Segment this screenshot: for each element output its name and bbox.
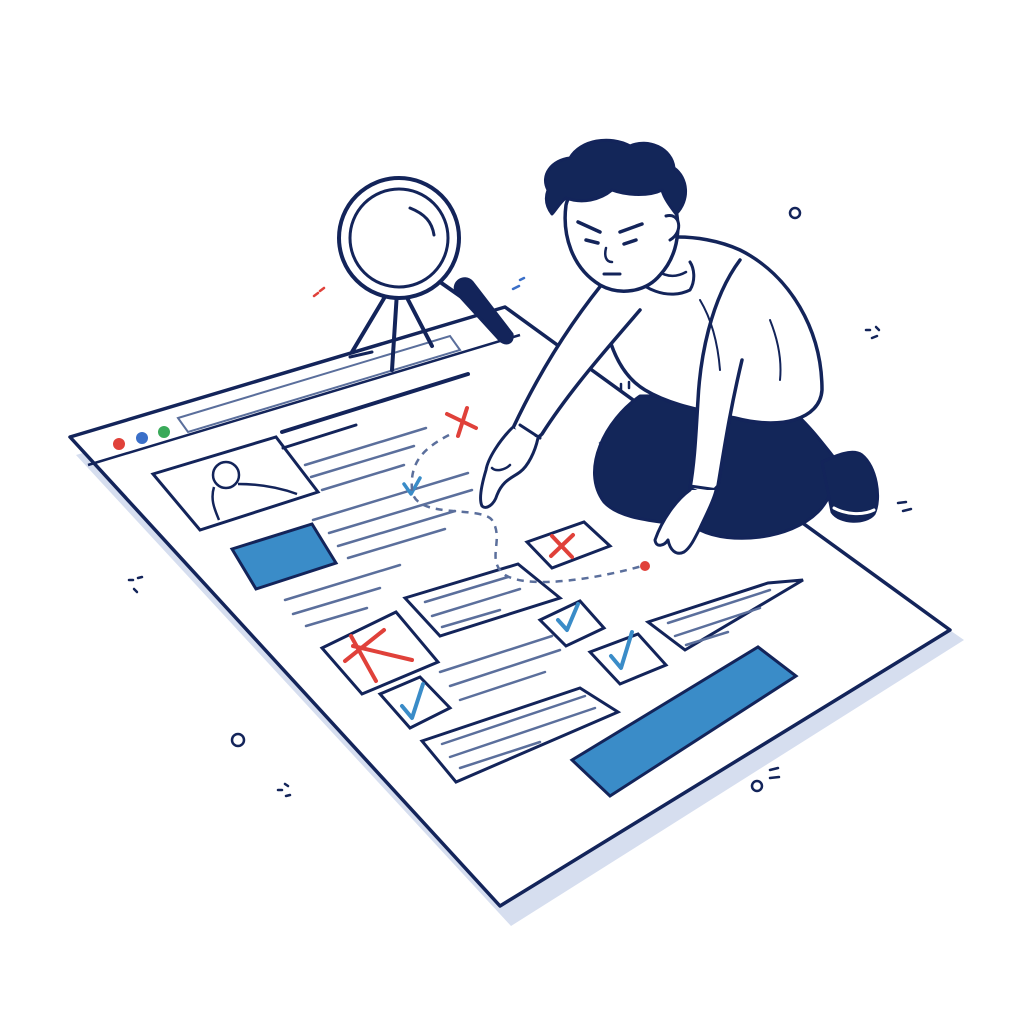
content-box-2[interactable] (644, 578, 804, 652)
check-box-2[interactable] (537, 599, 607, 648)
right-arm (688, 258, 744, 495)
x-mark-icon (445, 406, 478, 438)
window-controls (113, 426, 170, 450)
check-icon (609, 630, 634, 670)
x-mark-icon (549, 533, 575, 559)
person (479, 138, 880, 555)
decorative-specks (127, 206, 913, 798)
cross-box-large[interactable] (319, 610, 441, 696)
check-box-1[interactable] (377, 675, 453, 730)
content-lines-mid (438, 634, 562, 702)
minimize-dot (136, 432, 148, 444)
hair (544, 138, 687, 216)
primary-button-left[interactable] (229, 522, 339, 591)
magnifying-glass-icon (337, 176, 514, 372)
check-icon (402, 476, 422, 496)
profile-card (150, 435, 321, 532)
check-box-3[interactable] (587, 630, 669, 686)
check-icon (556, 602, 580, 632)
trail-end-dot (640, 561, 650, 571)
webpage-sheet (68, 305, 964, 926)
user-avatar-icon (211, 460, 298, 521)
address-bar (176, 334, 462, 434)
close-dot (113, 438, 125, 450)
check-icon (400, 682, 425, 720)
maximize-dot (158, 426, 170, 438)
content-box-3[interactable] (419, 686, 622, 784)
resting-hand (653, 488, 718, 555)
content-box-1[interactable] (402, 562, 564, 638)
cross-box-small[interactable] (524, 520, 613, 570)
inspection-trail (410, 433, 643, 584)
shoe (820, 450, 880, 523)
x-mark-icon (343, 628, 414, 683)
primary-button-right[interactable] (569, 645, 799, 798)
pointing-hand (479, 426, 540, 509)
